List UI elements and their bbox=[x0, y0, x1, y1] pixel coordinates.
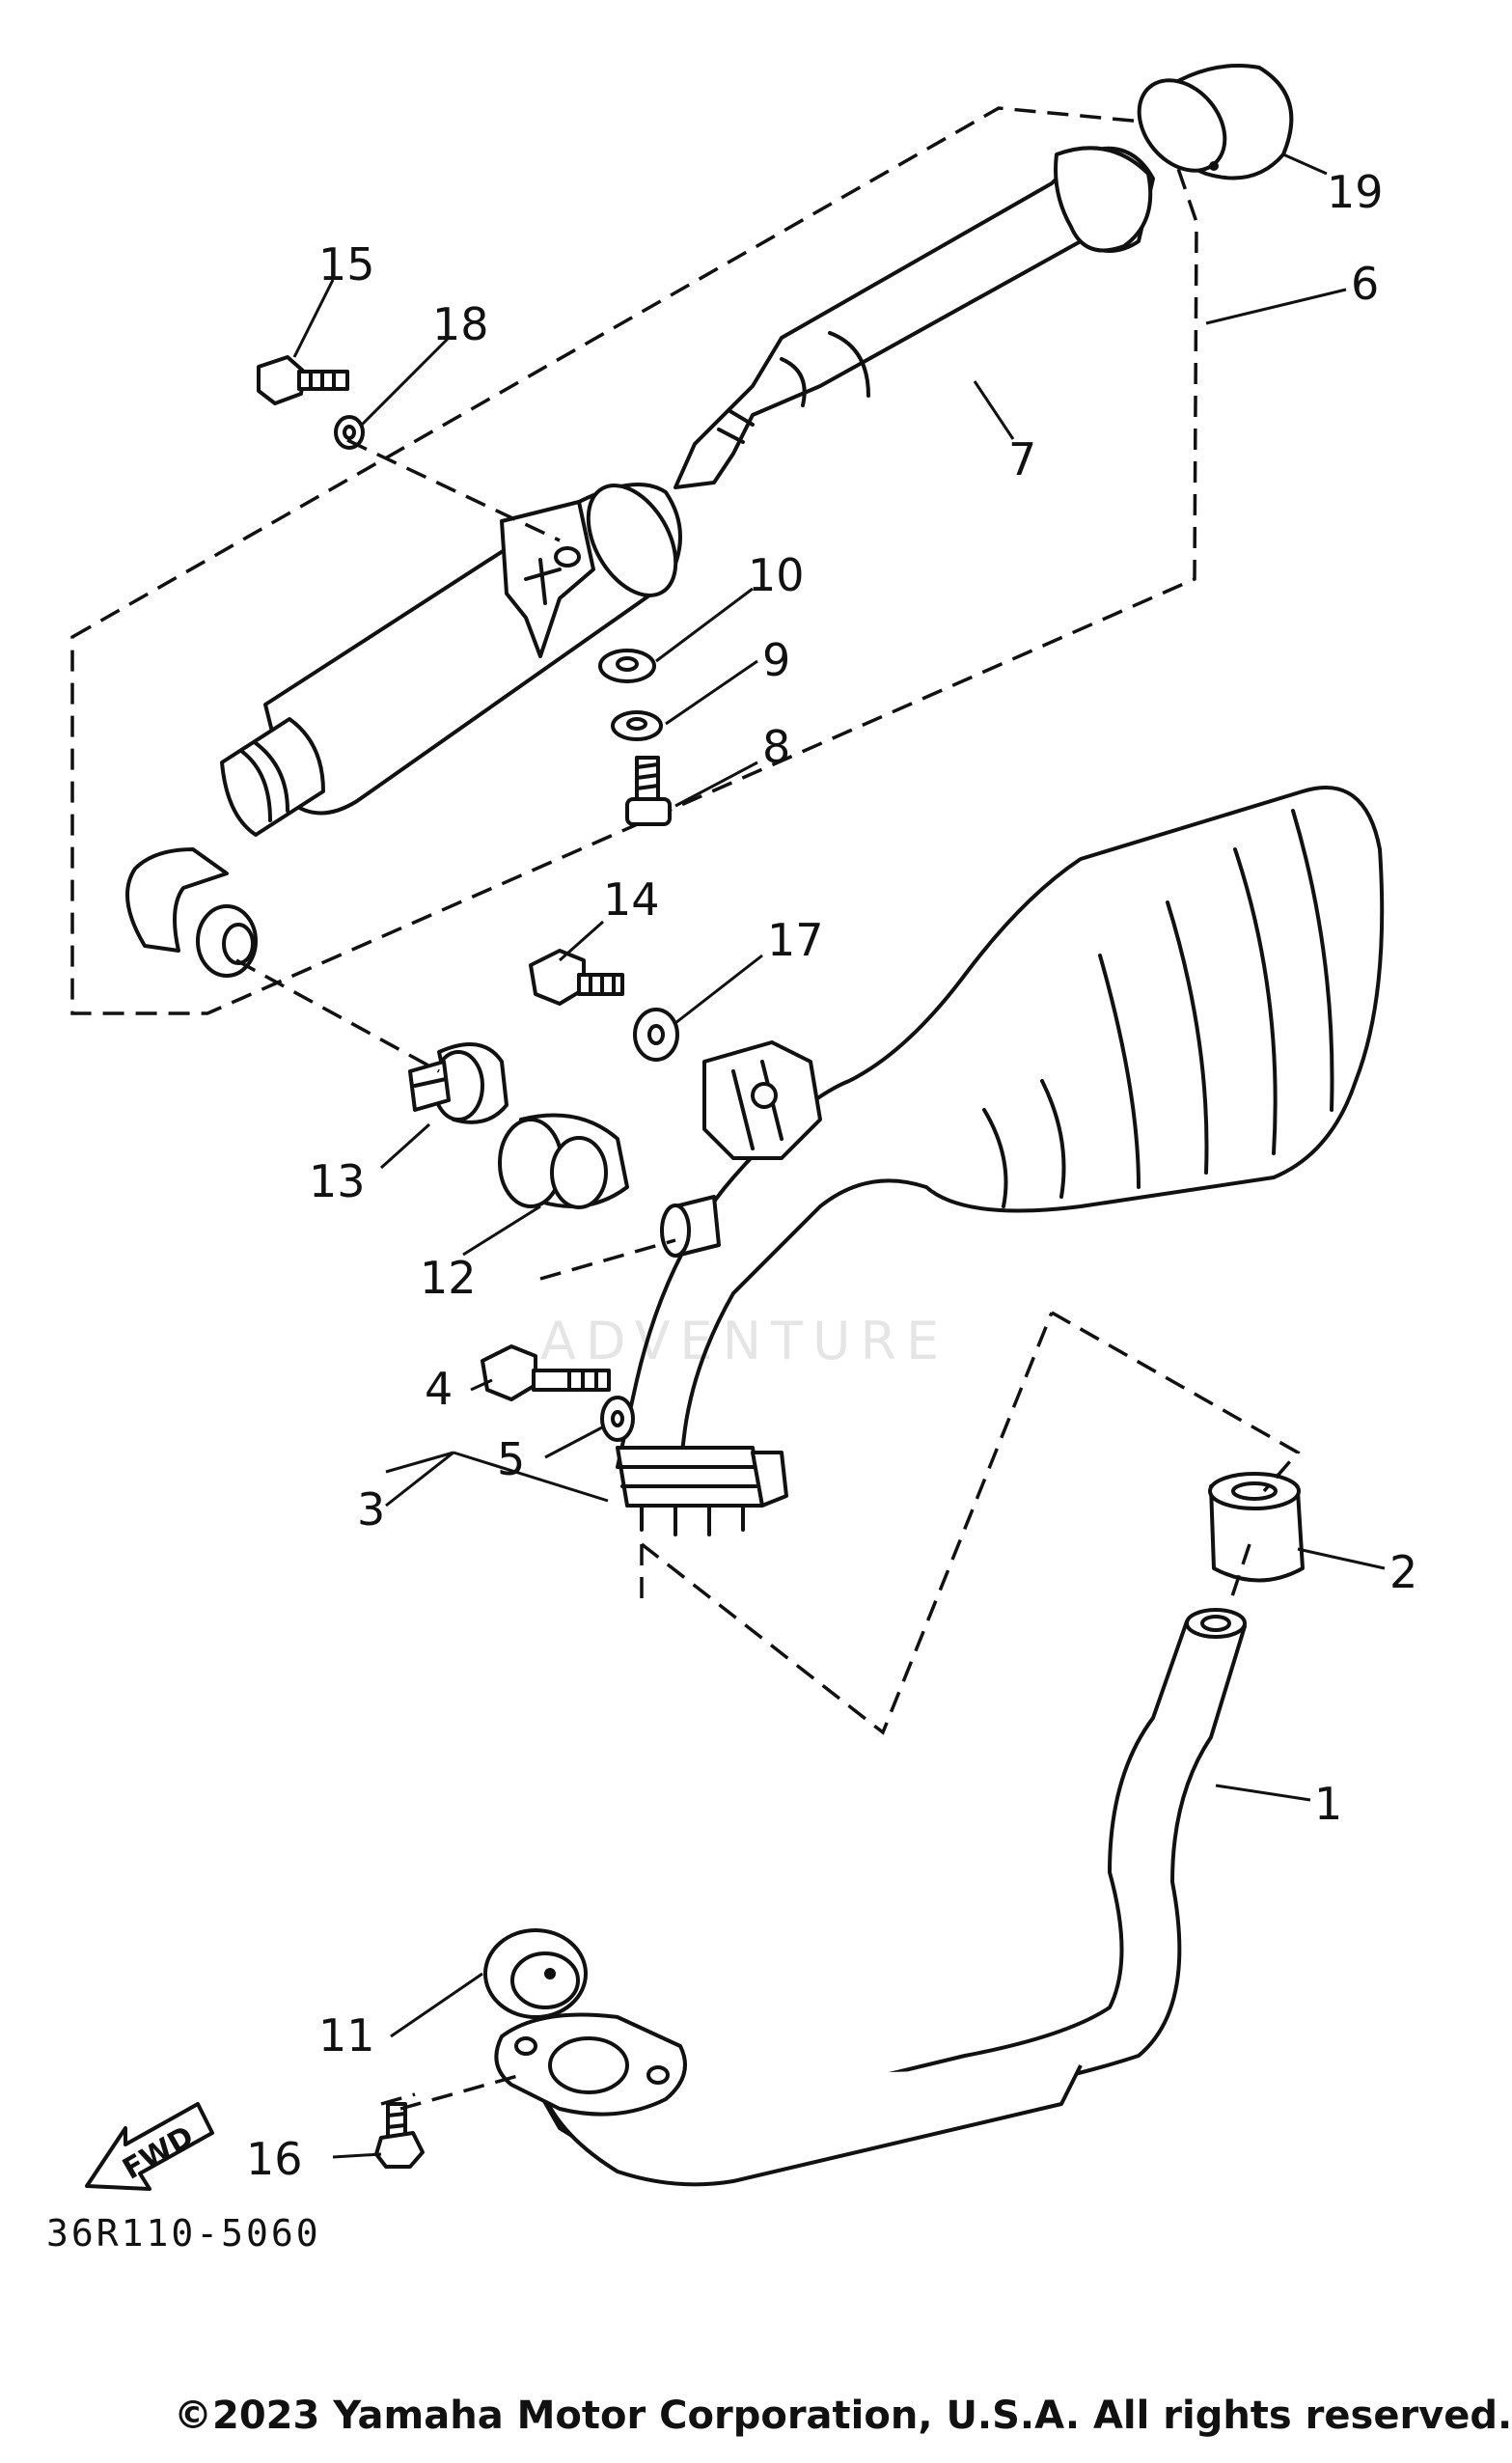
muffler-assembly-outline bbox=[70, 106, 1198, 1015]
callout-6: 6 bbox=[1351, 258, 1379, 310]
callout-18: 18 bbox=[432, 298, 489, 350]
silencer-tube bbox=[674, 146, 1155, 489]
watermark-text: ADVENTURE bbox=[540, 1311, 949, 1371]
joint-12 bbox=[498, 1113, 629, 1209]
callout-11: 11 bbox=[318, 2009, 375, 2062]
forward-arrow-icon: FWD bbox=[85, 2102, 214, 2191]
callout-labels: 1 2 3 4 5 6 7 8 9 10 11 12 13 14 15 16 1… bbox=[246, 166, 1417, 2185]
callout-17: 17 bbox=[767, 914, 824, 966]
callout-7: 7 bbox=[1008, 433, 1036, 485]
expansion-chamber bbox=[616, 786, 1385, 1536]
callout-4: 4 bbox=[425, 1363, 453, 1415]
callout-8: 8 bbox=[762, 721, 790, 773]
exhaust-parts-diagram: 1 2 3 4 5 6 7 8 9 10 11 12 13 14 15 16 1… bbox=[70, 64, 1417, 2191]
leader-lines bbox=[292, 152, 1386, 2159]
callout-2: 2 bbox=[1389, 1546, 1417, 1598]
callout-19: 19 bbox=[1327, 166, 1384, 218]
washer-9 bbox=[611, 710, 663, 741]
washer-10 bbox=[598, 649, 656, 683]
callout-14: 14 bbox=[603, 873, 660, 926]
callout-15: 15 bbox=[318, 238, 375, 291]
bolt-8 bbox=[625, 756, 672, 826]
callout-9: 9 bbox=[762, 634, 790, 686]
callout-5: 5 bbox=[497, 1433, 525, 1485]
muffler-body bbox=[125, 483, 682, 978]
gasket-2 bbox=[1208, 1472, 1305, 1583]
callout-3: 3 bbox=[357, 1483, 385, 1536]
callout-1: 1 bbox=[1314, 1778, 1342, 1830]
clamp-13 bbox=[408, 1042, 509, 1124]
pipe-joint-outline bbox=[235, 438, 1301, 2111]
washer-18 bbox=[334, 415, 365, 450]
bolt-4 bbox=[481, 1344, 611, 1401]
drawing-code: 36R110-5060 bbox=[46, 2212, 321, 2255]
bolt-14 bbox=[529, 949, 624, 1006]
washer-5 bbox=[600, 1396, 635, 1442]
bolt-16 bbox=[374, 2102, 425, 2169]
gasket-11 bbox=[483, 1928, 588, 2019]
bolt-15 bbox=[257, 355, 349, 405]
copyright-notice: ©2023 Yamaha Motor Corporation, U.S.A. A… bbox=[174, 2394, 1512, 2438]
callout-12: 12 bbox=[420, 1252, 477, 1304]
exhaust-pipe bbox=[494, 1608, 1247, 2187]
tail-cap bbox=[1137, 64, 1294, 180]
callout-13: 13 bbox=[309, 1155, 366, 1207]
callout-10: 10 bbox=[748, 549, 805, 601]
callout-16: 16 bbox=[246, 2133, 303, 2185]
washer-17 bbox=[633, 1008, 679, 1062]
